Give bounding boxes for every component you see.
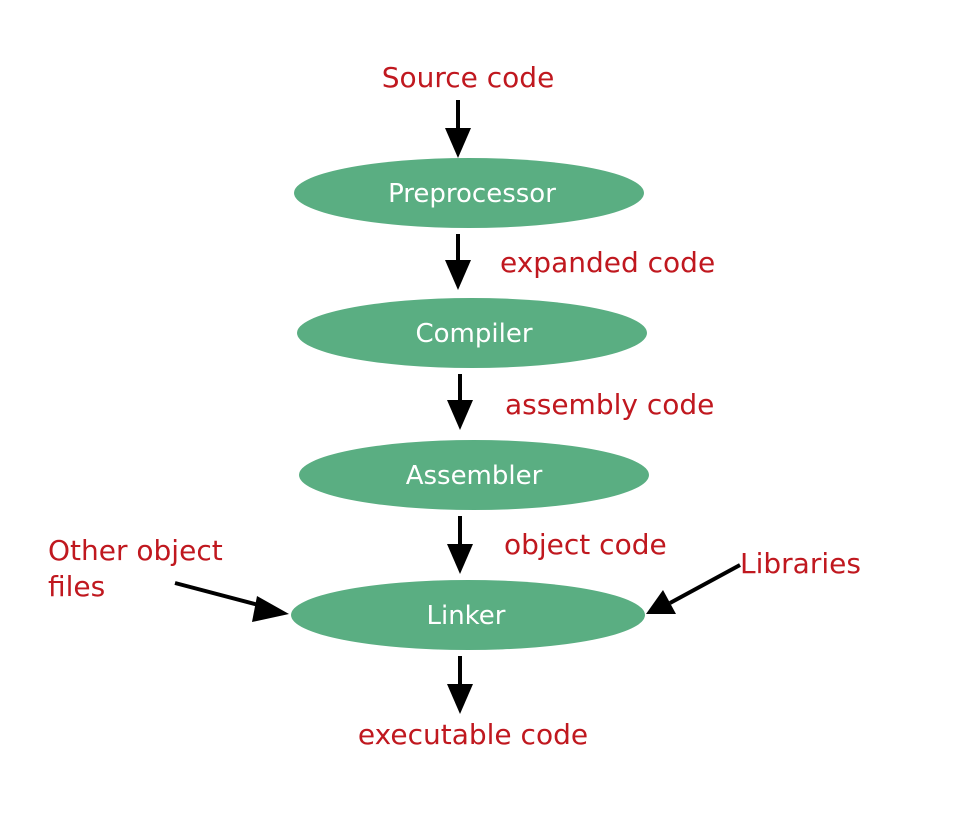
arrow-linker-to-output — [447, 656, 473, 714]
preprocessor-label: Preprocessor — [388, 179, 556, 209]
other-object-files-label: Other object files — [48, 534, 232, 603]
executable-code-label: executable code — [358, 718, 588, 751]
arrow-source-to-preprocessor — [445, 100, 471, 158]
object-code-label: object code — [504, 528, 667, 561]
assembler-node: Assembler — [299, 440, 649, 510]
assembly-code-label: assembly code — [505, 388, 714, 421]
compiler-node: Compiler — [297, 298, 647, 368]
expanded-code-label: expanded code — [500, 246, 715, 279]
arrow-other-files-to-linker — [174, 581, 289, 622]
arrow-libraries-to-linker — [646, 563, 741, 614]
arrow-assembler-to-linker — [447, 516, 473, 574]
preprocessor-node: Preprocessor — [294, 158, 644, 228]
other-object-files-line1: Other object — [48, 534, 223, 567]
arrow-preprocessor-to-compiler — [445, 234, 471, 290]
linker-label: Linker — [426, 601, 505, 631]
compiler-label: Compiler — [415, 319, 532, 349]
linker-node: Linker — [291, 580, 645, 650]
other-object-files-line2: files — [48, 570, 105, 603]
source-code-label: Source code — [382, 61, 555, 94]
arrow-compiler-to-assembler — [447, 374, 473, 430]
assembler-label: Assembler — [406, 461, 543, 491]
libraries-label: Libraries — [740, 547, 861, 580]
